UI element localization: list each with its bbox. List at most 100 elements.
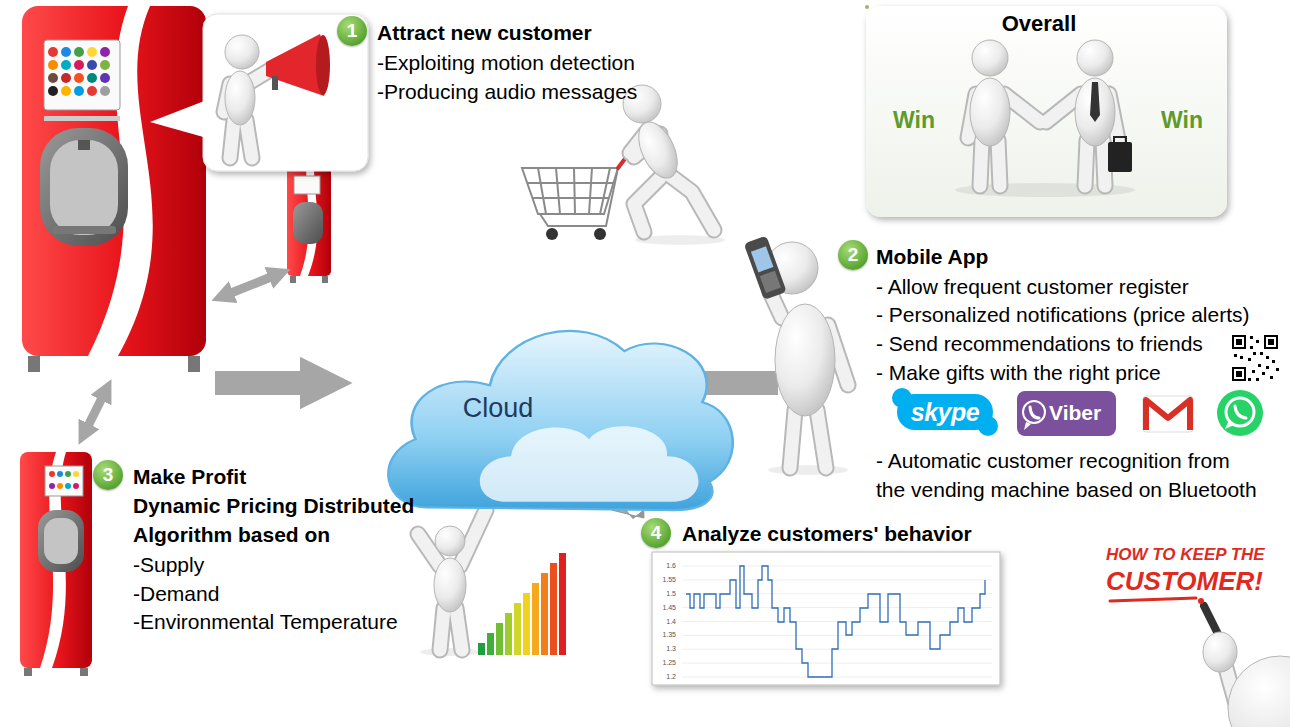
skype-logo — [892, 388, 998, 436]
line-chart — [682, 677, 992, 678]
cloud-shape: Cloud — [373, 300, 736, 513]
vending-machine — [57, 483, 63, 489]
text-slot: 1.25 — [646, 659, 676, 667]
text-slot: 1.6 — [646, 562, 676, 570]
callout-number: 3 — [93, 460, 123, 490]
vending-machine — [22, 6, 206, 372]
text-slot: Overall — [1002, 11, 1077, 37]
qr-code — [1266, 366, 1269, 369]
axis-tick: 1.55 — [646, 576, 676, 584]
vending-machine — [52, 226, 116, 234]
skype-logo — [978, 416, 998, 436]
megaphone-figure — [225, 71, 255, 125]
vending-machine — [100, 60, 110, 70]
phone-figure — [744, 235, 787, 300]
vending-machine — [49, 471, 55, 477]
megaphone-figure — [224, 70, 270, 158]
bar-chart-icon — [514, 603, 521, 655]
viber-logo — [1017, 391, 1116, 436]
numbered-section: 2Mobile App- Allow frequent customer reg… — [838, 240, 1263, 506]
text-slot: - Automatic customer recognition from th… — [876, 446, 1261, 504]
vending-machine — [20, 452, 92, 676]
handshake-figures — [1077, 40, 1113, 76]
vending-machine — [100, 47, 110, 57]
viber-logo — [1024, 422, 1031, 430]
bullet-text: - Automatic customer recognition from th… — [876, 446, 1261, 504]
text-slot: Analyze customers' behavior — [682, 522, 972, 545]
qr-code — [1232, 367, 1246, 381]
cart-runner-figure — [540, 168, 618, 226]
bar-chart-icon — [550, 563, 557, 655]
qr-code — [1256, 340, 1259, 343]
megaphone-figure — [224, 70, 270, 158]
cloud-outline — [388, 331, 732, 510]
qr-code — [1253, 352, 1256, 355]
qr-code — [1234, 354, 1237, 357]
cart-runner-figure — [538, 168, 610, 214]
qr-code — [1264, 335, 1278, 349]
numbered-section: 4Analyze customers' behavior — [641, 518, 974, 550]
megaphone-figure — [224, 34, 330, 158]
joy-figure — [418, 510, 486, 656]
speech-bubble — [203, 14, 368, 171]
win-label: Win — [1161, 107, 1203, 133]
vending-machine — [61, 47, 71, 57]
vending-machine — [74, 60, 84, 70]
viber-logo — [1023, 401, 1045, 423]
skype-logo — [892, 388, 912, 408]
text-slot: 1.55 — [646, 576, 676, 584]
viber-logo — [1017, 391, 1116, 436]
qr-code — [1266, 356, 1269, 359]
axis-tick: 1.45 — [646, 604, 676, 612]
qr-code — [1260, 352, 1263, 355]
cart-runner-figure — [522, 85, 725, 245]
gmail-logo — [1146, 400, 1190, 430]
text-slot: 1.2 — [646, 673, 676, 681]
text-slot: Win — [1161, 107, 1203, 133]
vending-machine — [38, 510, 84, 572]
vending-machine — [65, 471, 71, 477]
bullet-text: - Make gifts with the right price — [876, 361, 1161, 384]
joy-figure — [420, 648, 480, 656]
double-arrow — [231, 277, 271, 293]
joy-figure — [435, 526, 465, 556]
double-arrow — [88, 398, 102, 426]
axis-tick: 1.3 — [646, 645, 676, 653]
whatsapp-logo — [1217, 390, 1263, 436]
qr-code — [1240, 356, 1243, 359]
flow-arrow-graphic — [215, 371, 305, 395]
cart-runner-figure — [594, 228, 606, 240]
box-title: Overall — [1002, 11, 1077, 37]
text-slot: 1.45 — [646, 604, 676, 612]
line-chart — [682, 566, 992, 677]
vending-machine — [74, 47, 84, 57]
vending-machine — [49, 483, 55, 489]
text-slot: -Supply — [133, 553, 204, 576]
bar-chart-icon — [478, 553, 566, 655]
line-chart — [682, 621, 992, 622]
vending-machine — [48, 47, 58, 57]
vending-machine — [87, 60, 97, 70]
megaphone-figure — [272, 76, 278, 90]
text-slot: HOW TO KEEP THE — [1106, 545, 1265, 565]
qr-code — [1272, 360, 1275, 363]
vending-machine — [80, 668, 88, 676]
vending-machine — [74, 86, 84, 96]
qr-code — [1268, 339, 1274, 345]
qr-code — [1266, 337, 1276, 347]
vending-machine — [50, 140, 118, 235]
qr-code — [1230, 333, 1280, 383]
cart-runner-figure — [522, 168, 618, 226]
bullet-text: -Environmental Temperature — [133, 610, 398, 633]
skype-logo — [897, 394, 993, 430]
text-slot: -Demand — [133, 582, 219, 605]
qr-code — [1236, 371, 1242, 377]
phone-figure — [744, 235, 848, 475]
line-chart — [682, 607, 992, 608]
vending-machine — [61, 60, 71, 70]
line-chart — [686, 566, 985, 677]
handshake-figures — [970, 78, 1010, 146]
joy-figure — [418, 510, 486, 650]
text-slot: Attract new customer — [377, 21, 592, 44]
